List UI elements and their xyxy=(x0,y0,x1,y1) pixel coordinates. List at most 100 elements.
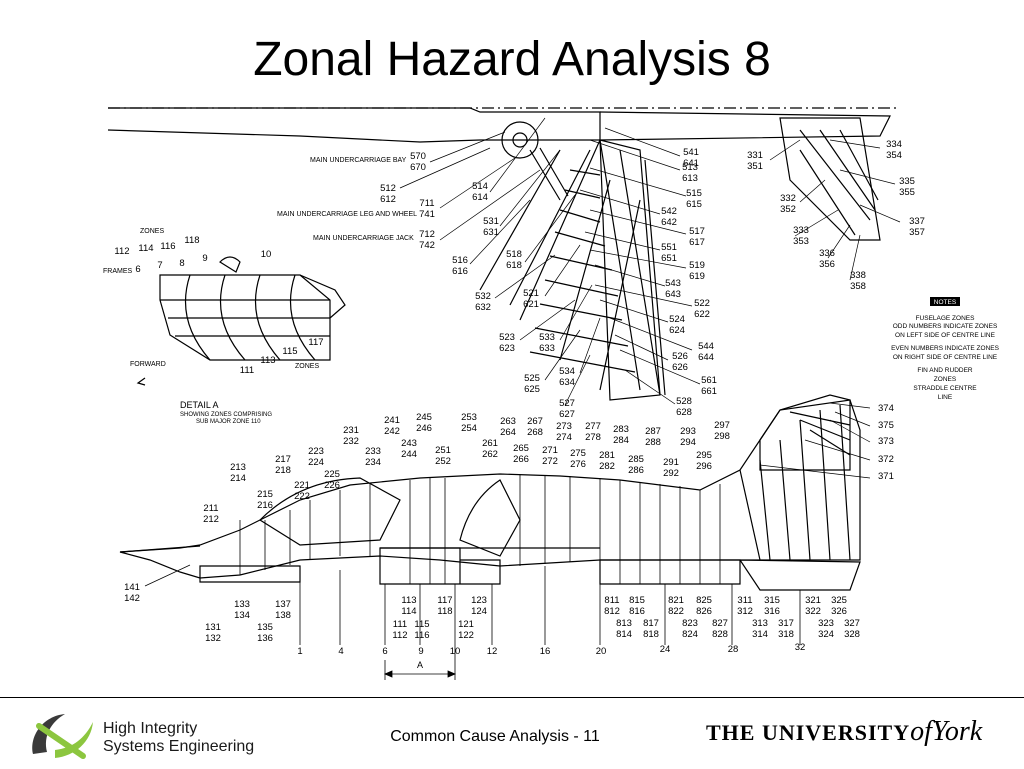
frame-number: 4 xyxy=(338,646,343,657)
york-logo-of: of xyxy=(910,716,932,747)
frame-number: 16 xyxy=(540,646,551,657)
frame-number: 10 xyxy=(450,646,461,657)
leader-lines xyxy=(144,117,901,587)
zone-label: 115 xyxy=(282,346,297,357)
side-bottom-boxes xyxy=(199,547,861,591)
slide-title: Zonal Hazard Analysis 8 xyxy=(253,33,771,86)
zone-label: 118 xyxy=(184,235,199,246)
label-zones: ZONES xyxy=(140,228,164,235)
zone-label: 116 xyxy=(160,241,175,252)
label-mub: MAIN UNDERCARRIAGE BAY xyxy=(310,157,407,164)
zone-label: 8 xyxy=(179,258,184,269)
notes-line: FIN AND RUDDER xyxy=(917,367,973,374)
fin xyxy=(759,394,851,471)
zone-label: 113 xyxy=(260,355,275,366)
frame-number: 24 xyxy=(660,644,671,655)
zone-label: 371 xyxy=(878,471,894,482)
top-wing-leading xyxy=(599,111,891,141)
zonal-diagram: MAIN UNDERCARRIAGE BAY MAIN UNDERCARRIAG… xyxy=(103,107,1000,680)
hise-logo-line2: Systems Engineering xyxy=(103,738,255,755)
zone-label: 112 xyxy=(114,246,129,257)
zone-label: 375 xyxy=(878,420,894,431)
frame-number: 28 xyxy=(728,644,739,655)
frame-number: 12 xyxy=(487,646,498,657)
hise-logo-line1: High Integrity xyxy=(103,720,198,737)
zone-label: 6 xyxy=(135,264,140,275)
zone-label: 111 xyxy=(240,365,254,376)
label-frames: FRAMES xyxy=(103,268,133,275)
footer-rule xyxy=(0,697,1024,698)
notes-line: LINE xyxy=(938,394,953,401)
hise-logo-icon xyxy=(32,714,93,759)
undercarriage-wheel xyxy=(501,121,539,159)
notes-line: ODD NUMBERS INDICATE ZONES xyxy=(893,323,998,330)
notes-line: ON LEFT SIDE OF CENTRE LINE xyxy=(895,332,996,339)
nose-probe xyxy=(119,545,201,553)
label-muj: MAIN UNDERCARRIAGE JACK xyxy=(313,235,414,242)
zone-label: 117 xyxy=(308,337,323,348)
label-detail-a: DETAIL A xyxy=(180,400,219,410)
undercarriage-leg xyxy=(529,147,569,201)
notes-label: NOTES xyxy=(934,299,957,306)
frame-number: 1 xyxy=(297,646,302,657)
side-canopy xyxy=(259,477,401,546)
label-detail-a-sub2: SUB MAJOR ZONE 110 xyxy=(196,419,261,425)
side-intake xyxy=(459,479,521,557)
annotation-labels: MAIN UNDERCARRIAGE BAY MAIN UNDERCARRIAG… xyxy=(103,157,417,425)
